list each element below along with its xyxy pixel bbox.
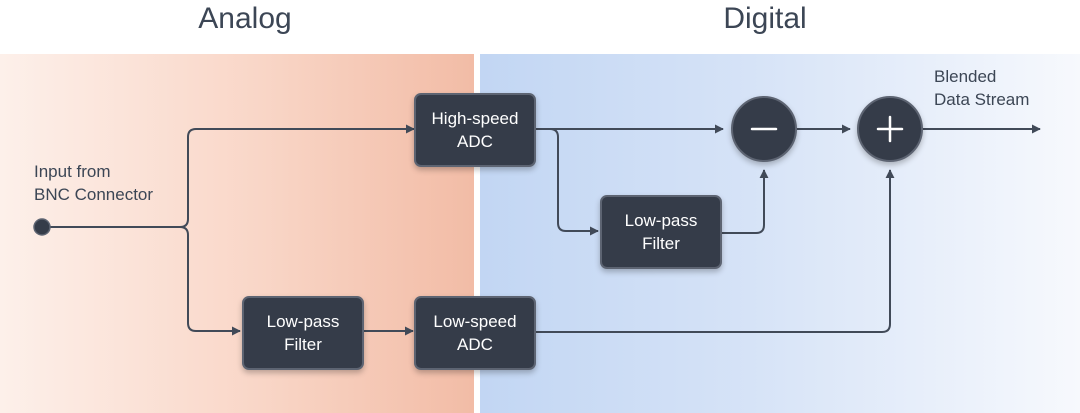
- high-speed-adc-line2: ADC: [457, 132, 493, 151]
- analog-lpf-line2: Filter: [284, 335, 322, 354]
- low-speed-adc-line1: Low-speed: [433, 312, 517, 331]
- analog-low-pass-filter-block: Low-pass Filter: [242, 296, 364, 370]
- wire-split-lowpass: [179, 226, 241, 336]
- wire-dlpf-subtract: [722, 169, 769, 234]
- output-label-line1: Blended: [934, 67, 997, 86]
- low-speed-adc-line2: ADC: [457, 335, 493, 354]
- digital-lpf-line2: Filter: [642, 234, 680, 253]
- input-label-line2: BNC Connector: [34, 185, 154, 204]
- analog-zone: [0, 54, 474, 413]
- analog-section-title: Analog: [198, 2, 292, 35]
- digital-section-title: Digital: [723, 2, 807, 35]
- analog-lpf-line1: Low-pass: [266, 312, 340, 331]
- add-node: [857, 96, 923, 162]
- subtract-node: [731, 96, 797, 162]
- input-label-line1: Input from: [34, 162, 111, 181]
- zone-divider: [474, 54, 480, 413]
- minus-icon: [750, 127, 778, 131]
- digital-low-pass-filter-block: Low-pass Filter: [600, 195, 722, 269]
- high-speed-adc-line1: High-speed: [431, 109, 519, 128]
- high-speed-adc-block: High-speed ADC: [414, 93, 536, 167]
- wire-hsadc-dlpf: [549, 128, 599, 236]
- wire-lsadc-add: [536, 169, 895, 333]
- plus-icon: [876, 115, 904, 143]
- digital-lpf-line1: Low-pass: [624, 211, 698, 230]
- input-label: Input from BNC Connector: [34, 160, 153, 206]
- output-label-line2: Data Stream: [934, 90, 1030, 109]
- output-label: Blended Data Stream: [934, 65, 1029, 111]
- input-connector-dot: [33, 218, 51, 236]
- low-speed-adc-block: Low-speed ADC: [414, 296, 536, 370]
